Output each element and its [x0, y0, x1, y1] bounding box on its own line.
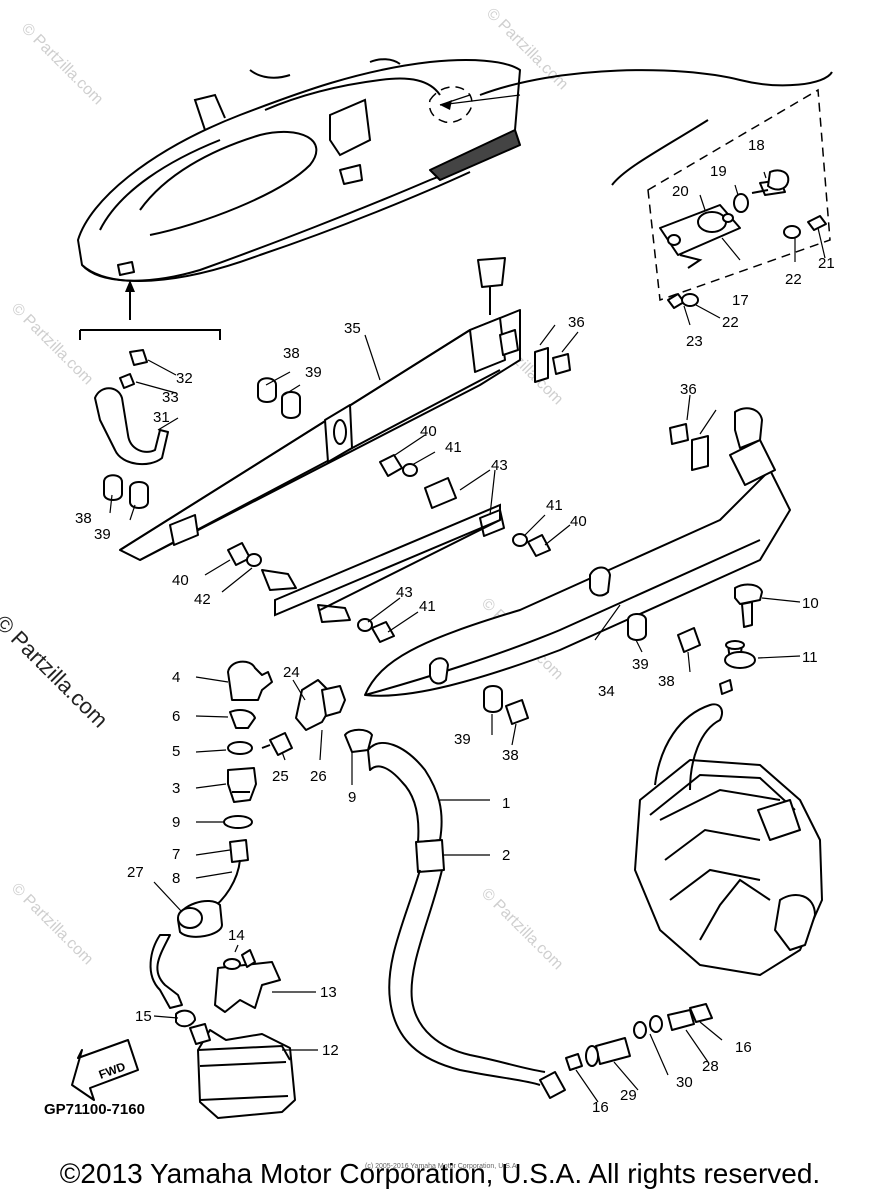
part-label: 41 [546, 497, 563, 514]
sponson-34 [364, 407, 791, 697]
part-label: 16 [735, 1039, 752, 1056]
part-label: 4 [172, 669, 180, 686]
part-label: 28 [702, 1058, 719, 1075]
part-label: 3 [172, 780, 180, 797]
fittings [565, 1003, 723, 1103]
part-label: 14 [228, 927, 245, 944]
part-label: 33 [162, 389, 179, 406]
callout-curve [479, 69, 833, 96]
part-label: 36 [568, 314, 585, 331]
part-label: 38 [283, 345, 300, 362]
part-label: 39 [305, 364, 322, 381]
part-label: 22 [785, 271, 802, 288]
part-label: 9 [348, 789, 356, 806]
part-label: 31 [153, 409, 170, 426]
small-copyright: (c) 2005-2016 Yamaha Motor Corporation, … [365, 1163, 519, 1170]
part-label: 42 [194, 591, 211, 608]
part-label: 5 [172, 743, 180, 760]
part-label: 40 [570, 513, 587, 530]
part-label: 16 [592, 1099, 609, 1116]
part-label: 19 [710, 163, 727, 180]
drain-inset [647, 88, 831, 326]
part-label: 27 [127, 864, 144, 881]
part-label: 15 [135, 1008, 152, 1025]
part-label: 32 [176, 370, 193, 387]
part-label: 38 [658, 673, 675, 690]
part-label: 38 [75, 510, 92, 527]
part-label: 9 [172, 814, 180, 831]
part-label: 43 [491, 457, 508, 474]
diagram-code: GP71100-7160 [44, 1101, 145, 1118]
part-label: 8 [172, 870, 180, 887]
hoses [367, 741, 566, 1099]
part-label: 40 [172, 572, 189, 589]
part-label: 34 [598, 683, 615, 700]
part-label: 10 [802, 595, 819, 612]
fasteners [103, 324, 717, 746]
part-label: 6 [172, 708, 180, 725]
part-label: 1 [502, 795, 510, 812]
part-label: 7 [172, 846, 180, 863]
part-label: 25 [272, 768, 289, 785]
watercraft-hull [77, 58, 521, 283]
part-label: 38 [502, 747, 519, 764]
part-label: 43 [396, 584, 413, 601]
part-label: 23 [686, 333, 703, 350]
part-label: 17 [732, 292, 749, 309]
part-label: 30 [676, 1074, 693, 1091]
part-label: 36 [680, 381, 697, 398]
part-label: 26 [310, 768, 327, 785]
part-label: 40 [420, 423, 437, 440]
part-label: 39 [632, 656, 649, 673]
part-label: 11 [802, 649, 818, 666]
part-label: 29 [620, 1087, 637, 1104]
muffler-parts [153, 944, 318, 1119]
part-label: 39 [454, 731, 471, 748]
nozzle-inset [79, 280, 221, 466]
copyright-footer: ©2013 Yamaha Motor Corporation, U.S.A. A… [59, 1158, 821, 1189]
part-label: 13 [320, 984, 337, 1001]
pump-housing [634, 583, 823, 976]
callout-curve [611, 119, 709, 186]
sponson-35 [119, 257, 521, 561]
part-label: 20 [672, 183, 689, 200]
part-label: 39 [94, 526, 111, 543]
fwd-arrow [71, 1039, 139, 1101]
part-label: 2 [502, 847, 510, 864]
part-number-labels: 1 2 3 4 5 6 7 8 9 9 10 11 12 13 14 15 16… [75, 137, 835, 1116]
part-label: 21 [818, 255, 835, 272]
part-label: 41 [445, 439, 462, 456]
part-label: 41 [419, 598, 436, 615]
part-label: 12 [322, 1042, 339, 1059]
part-label: 35 [344, 320, 361, 337]
part-label: 22 [722, 314, 739, 331]
part-label: 18 [748, 137, 765, 154]
bilge-parts [149, 660, 373, 1009]
part-label: 24 [283, 664, 300, 681]
